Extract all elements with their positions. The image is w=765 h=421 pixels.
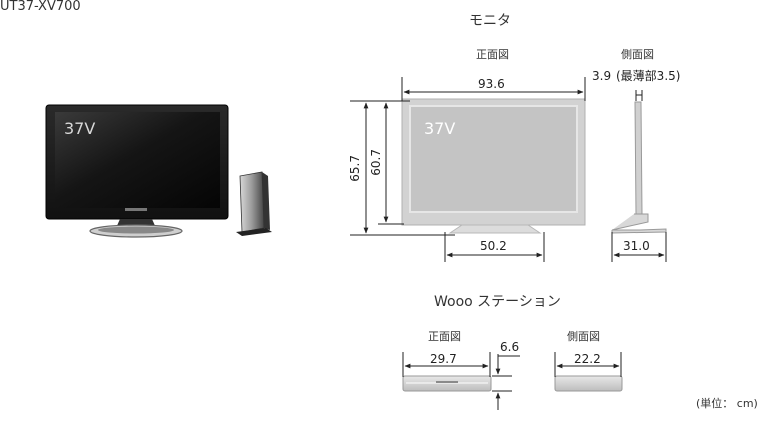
station-front-view — [402, 375, 492, 392]
monitor-width: 93.6 — [478, 77, 505, 91]
station-height: 6.6 — [500, 340, 520, 354]
monitor-front-label: 正面図 — [476, 48, 509, 61]
monitor-height-panel: 60.7 — [369, 149, 383, 176]
unit-note: (単位： cm) — [696, 397, 758, 410]
monitor-stand-depth: 31.0 — [623, 239, 650, 253]
station-section-title: Wooo ステーション — [434, 294, 561, 310]
monitor-section-title: モニタ — [469, 13, 511, 29]
station-side-view — [554, 375, 623, 392]
monitor-height-total: 65.7 — [348, 155, 362, 182]
front-screen-size: 37V — [424, 119, 456, 138]
monitor-stand-width: 50.2 — [480, 239, 507, 253]
monitor-front-view — [401, 98, 586, 234]
tv-photo — [45, 104, 229, 238]
station-side-label: 側面図 — [567, 330, 600, 343]
station-photo — [236, 171, 272, 236]
monitor-depth-thinnest: (最薄部3.5) — [616, 69, 681, 83]
model-name: UT37-XV700 — [0, 0, 81, 14]
photo-screen-size: 37V — [64, 119, 96, 138]
station-width: 29.7 — [430, 352, 457, 366]
station-depth: 22.2 — [574, 352, 601, 366]
monitor-side-label: 側面図 — [621, 48, 654, 61]
station-front-label: 正面図 — [428, 330, 461, 343]
monitor-side-view — [611, 101, 667, 234]
monitor-depth-top: 3.9 — [592, 69, 612, 83]
